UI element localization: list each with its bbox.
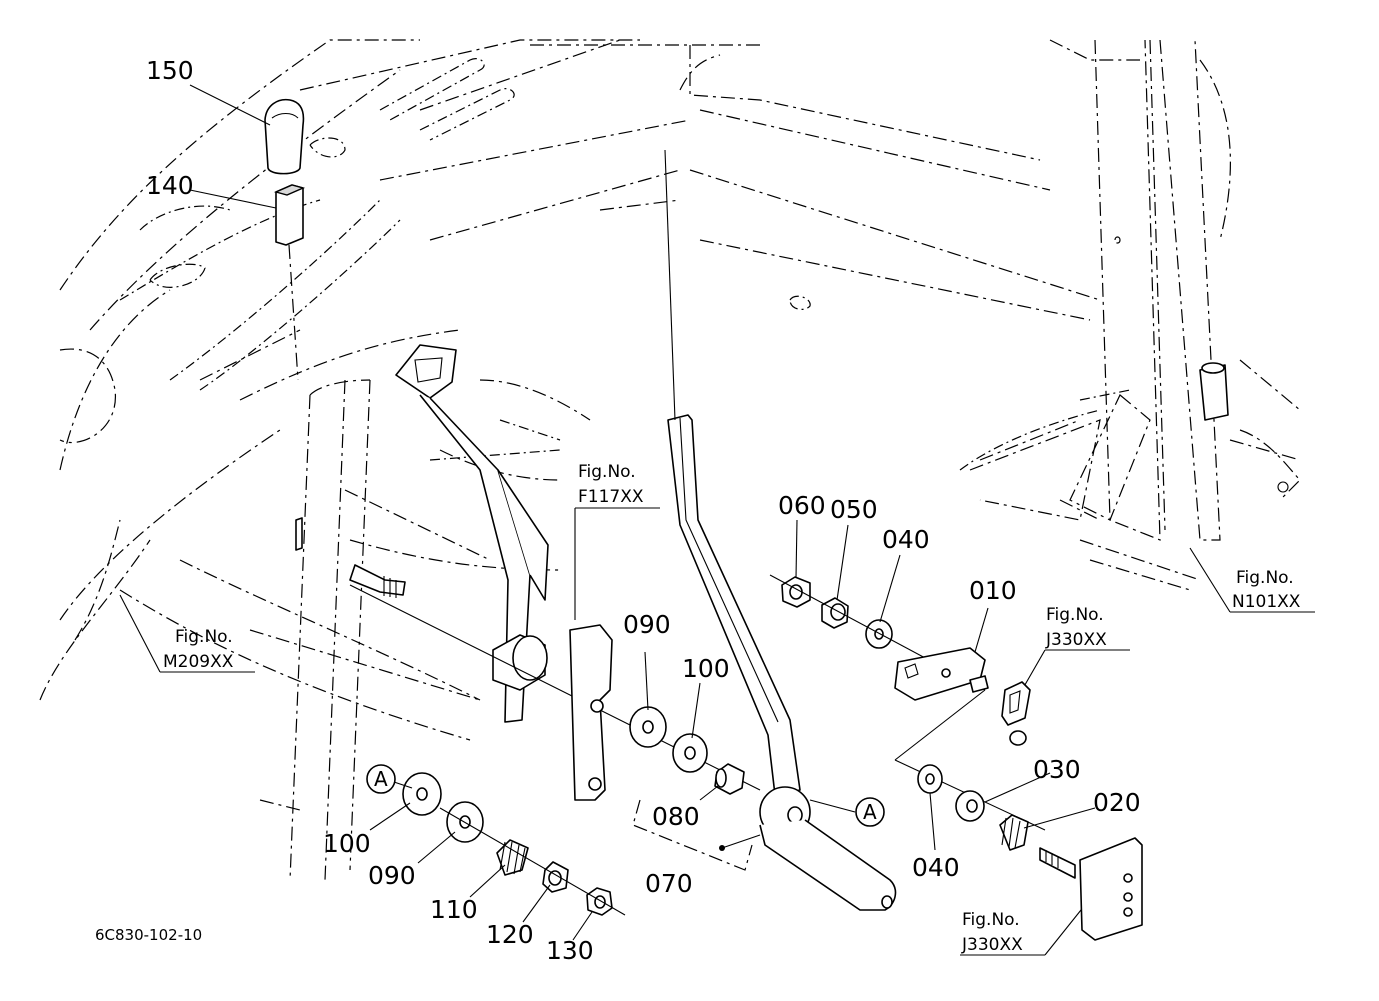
- marker-a-left: [366, 764, 396, 794]
- bushing-080: [714, 763, 745, 795]
- callout-labels: 150 140 060 050 040 010 090 100 080 070 …: [146, 56, 1141, 965]
- nut-060: [781, 576, 811, 608]
- callout-leaders: [189, 84, 1096, 941]
- lever-reference-line: [664, 149, 676, 421]
- nut-130: [586, 887, 613, 916]
- washer-100-lower: [402, 772, 442, 816]
- callout-100-upper: 100: [682, 654, 730, 683]
- callout-100-lower: 100: [323, 829, 371, 858]
- boss-bushing: [492, 634, 548, 691]
- callout-150: 150: [146, 56, 194, 85]
- marker-a-right-label: A: [863, 800, 877, 824]
- diagram-code: 6C830-102-10: [95, 926, 202, 944]
- lever-arm-left: [395, 344, 549, 723]
- marker-a-left-label: A: [374, 767, 388, 791]
- rops-frame-post: [969, 39, 1301, 541]
- washer-040-upper: [865, 619, 893, 649]
- collar-120: [542, 861, 569, 893]
- main-lever: [667, 414, 897, 911]
- fig-ref-j330-bottom-label: Fig.No.: [962, 910, 1020, 930]
- collar-050: [821, 597, 849, 629]
- tractor-body-outline: [39, 39, 1301, 811]
- plate-010: [894, 647, 989, 701]
- callout-020: 020: [1093, 788, 1141, 817]
- callout-070: 070: [645, 869, 693, 898]
- callout-060: 060: [778, 491, 826, 520]
- fig-ref-n101-code: N101XX: [1232, 592, 1301, 612]
- washer-100-upper: [672, 733, 708, 773]
- fig-ref-m209-label: Fig.No.: [175, 627, 233, 647]
- clip-right: [1001, 681, 1031, 746]
- fig-ref-f117-label: Fig.No.: [578, 462, 636, 482]
- callout-010: 010: [969, 576, 1017, 605]
- callout-120: 120: [486, 920, 534, 949]
- callout-040-upper: 040: [882, 525, 930, 554]
- bolt-left: [349, 564, 406, 598]
- spring-020: [999, 814, 1029, 851]
- lower-shaft-axis: [439, 807, 626, 916]
- fig-ref-f117-code: F117XX: [578, 487, 644, 507]
- sleeve-140: [273, 184, 306, 246]
- pin-bolt: [1039, 847, 1076, 879]
- grip-150: [264, 98, 305, 175]
- bracket-j330: [1079, 837, 1143, 941]
- washer-090-upper: [629, 706, 667, 748]
- spring-110: [496, 839, 529, 876]
- fig-ref-j330-top-code: J330XX: [1045, 630, 1107, 650]
- fig-ref-n101-label: Fig.No.: [1236, 568, 1294, 588]
- callout-130: 130: [546, 936, 594, 965]
- circle-marker-labels: A A: [374, 767, 877, 824]
- fig-ref-j330-bottom-code: J330XX: [961, 935, 1023, 955]
- fig-ref-m209-code: M209XX: [163, 652, 234, 672]
- bracket-plate: [569, 624, 613, 801]
- figure-references: Fig.No. F117XX Fig.No. M209XX Fig.No. N1…: [163, 462, 1301, 955]
- marker-a-right: [855, 797, 885, 827]
- callout-080: 080: [652, 802, 700, 831]
- left-frame-post: [289, 379, 371, 881]
- callout-040-lower: 040: [912, 853, 960, 882]
- callout-030: 030: [1033, 755, 1081, 784]
- group-bracket-070: [632, 799, 753, 871]
- collar-030: [955, 790, 985, 822]
- callout-050: 050: [830, 495, 878, 524]
- callout-110: 110: [430, 895, 478, 924]
- linkage-line: [894, 689, 986, 761]
- washer-040-lower: [917, 764, 943, 794]
- figure-leader-lines: [119, 507, 1315, 956]
- callout-140: 140: [146, 171, 194, 200]
- callout-090-upper: 090: [623, 610, 671, 639]
- fig-ref-j330-top-label: Fig.No.: [1046, 605, 1104, 625]
- callout-090-lower: 090: [368, 861, 416, 890]
